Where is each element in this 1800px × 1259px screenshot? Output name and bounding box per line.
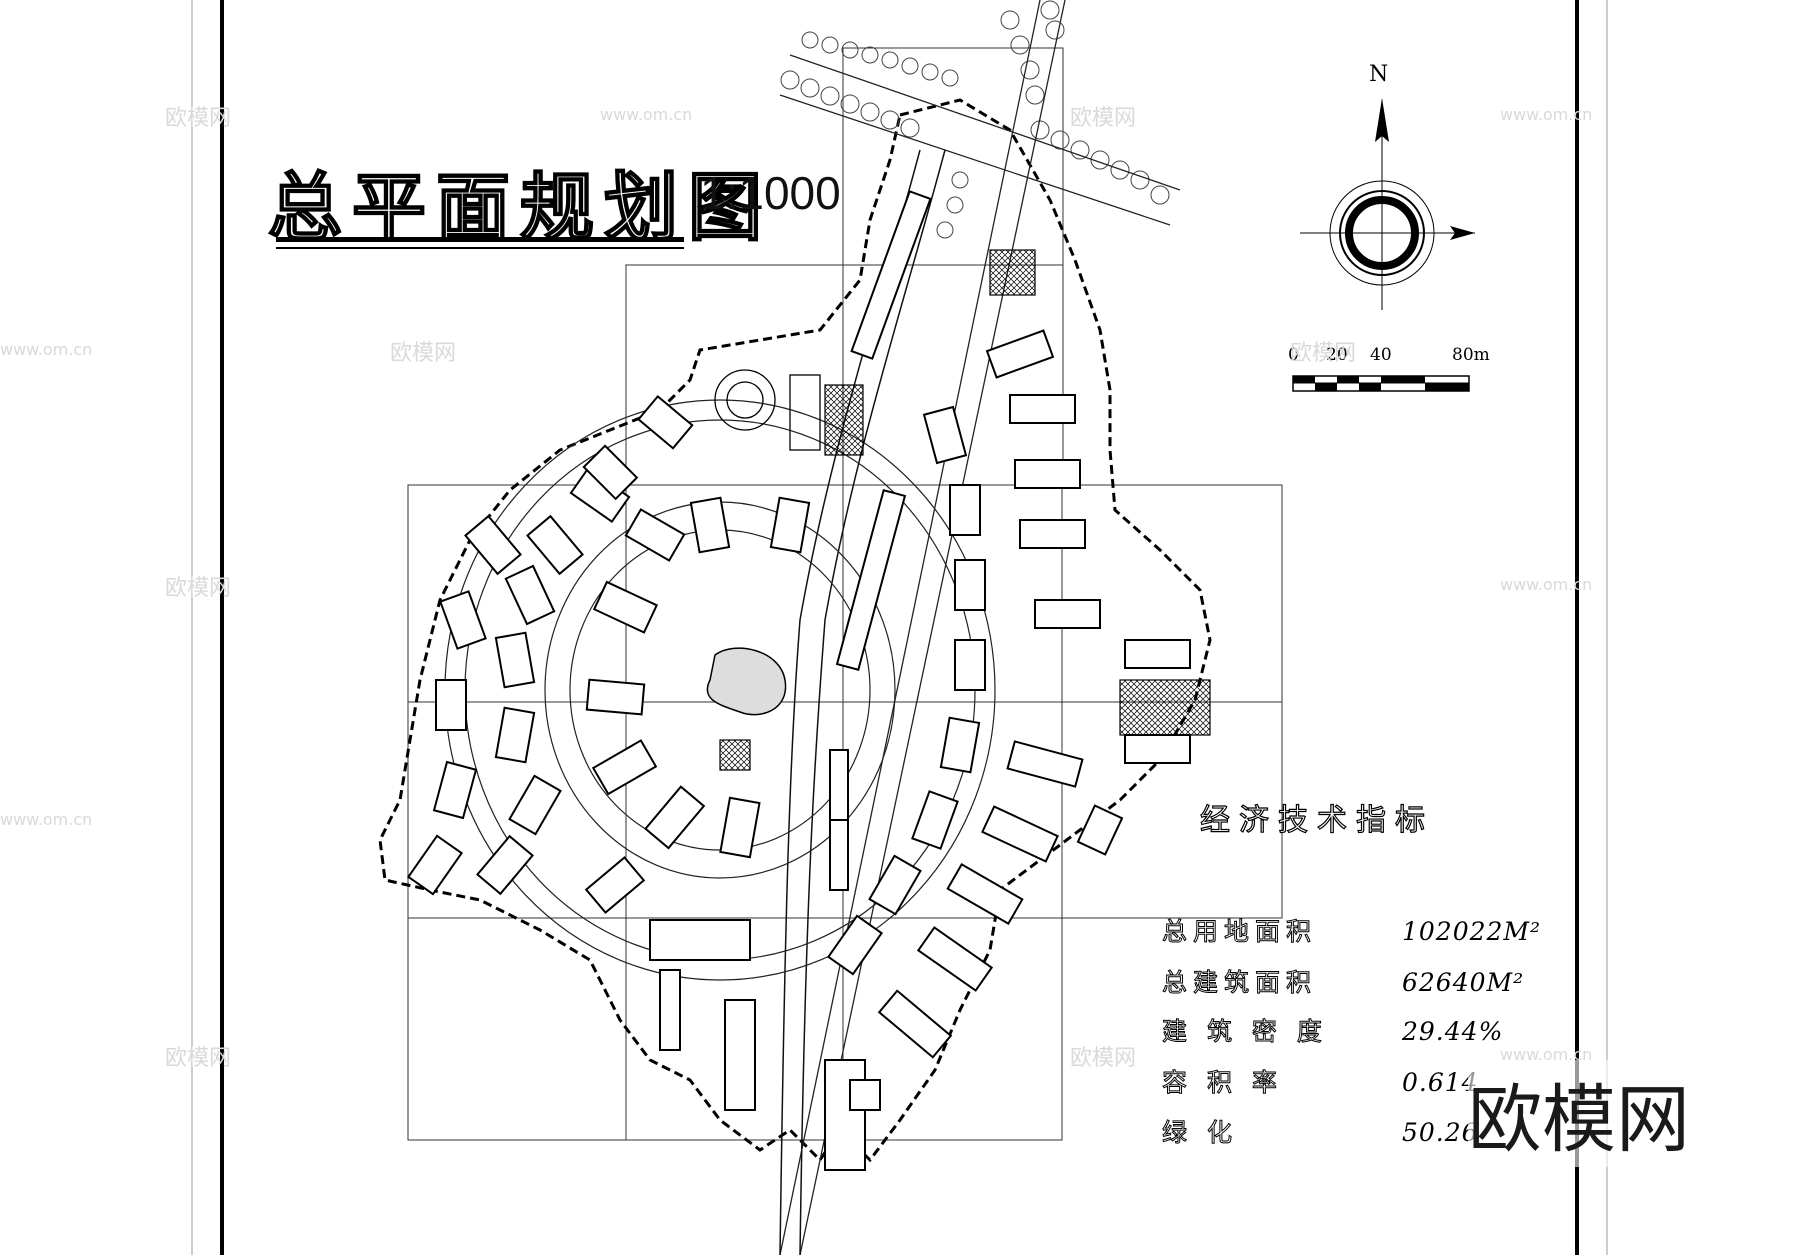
indicator-value: 29.44% — [1402, 1017, 1504, 1046]
indicator-value: 0.614 — [1402, 1068, 1479, 1097]
indicator-label: 总用地面积 — [1162, 917, 1318, 947]
scale-tick-80: 80m — [1452, 345, 1490, 365]
indicator-label: 建 筑 密 度 — [1162, 1017, 1328, 1047]
central-pond — [706, 647, 787, 716]
north-label: N — [1369, 62, 1389, 87]
upper-roads — [779, 0, 1181, 1256]
watermark-url: www.om.cn — [0, 340, 93, 359]
indicator-row: 容 积 率 0.614 — [1162, 1063, 1479, 1099]
scale-bar — [1292, 375, 1470, 392]
site-boundary — [378, 98, 1212, 1163]
watermark-cn: 欧模网 — [165, 106, 232, 131]
indicator-value: 50.26 — [1402, 1118, 1479, 1147]
indicator-label: 总建筑面积 — [1162, 968, 1318, 998]
watermark-cn: 欧模网 — [390, 341, 457, 366]
scale-tick-0: 0 — [1288, 345, 1299, 365]
indicator-row: 总用地面积 102022M² — [1162, 912, 1541, 948]
scale-tick-40: 40 — [1370, 345, 1392, 365]
indicators-title: 经济技术指标 — [1199, 802, 1434, 838]
watermark-cn: 欧模网 — [165, 1046, 232, 1071]
scale-tick-20: 20 — [1326, 345, 1348, 365]
indicator-row: 绿 化 50.26 — [1162, 1113, 1479, 1149]
plaza-areas — [719, 249, 1211, 771]
watermark-url: www.om.cn — [600, 105, 693, 124]
title-underline-thin — [276, 247, 684, 249]
watermark-url: www.om.cn — [1500, 1045, 1593, 1064]
spine-slab-buildings — [649, 190, 932, 1171]
indicator-row: 建 筑 密 度 29.44% — [1162, 1012, 1503, 1048]
east-housing-blocks — [826, 329, 1191, 1059]
title-underline — [276, 237, 684, 242]
watermark-url: www.om.cn — [1500, 105, 1593, 124]
indicator-label: 容 积 率 — [1162, 1068, 1283, 1098]
watermark-cn: 欧模网 — [1290, 341, 1357, 366]
watermark-logo: 欧模网 — [1468, 1060, 1690, 1167]
ring-housing-blocks — [406, 394, 811, 914]
drawing-scale: 1:1000 — [700, 167, 841, 219]
watermark-url: www.om.cn — [1500, 575, 1593, 594]
watermark-cn: 欧模网 — [165, 576, 232, 601]
watermark-cn: 欧模网 — [1070, 106, 1137, 131]
watermark-cn: 欧模网 — [1070, 1046, 1137, 1071]
indicator-value: 102022M² — [1402, 917, 1542, 946]
watermark-url: www.om.cn — [0, 810, 93, 829]
street-tree-rows — [780, 0, 1170, 239]
north-arrow — [1300, 98, 1475, 310]
indicator-value: 62640M² — [1402, 968, 1525, 997]
club-plaza — [714, 369, 821, 451]
indicator-label: 绿 化 — [1162, 1118, 1238, 1148]
indicator-row: 总建筑面积 62640M² — [1162, 963, 1524, 999]
